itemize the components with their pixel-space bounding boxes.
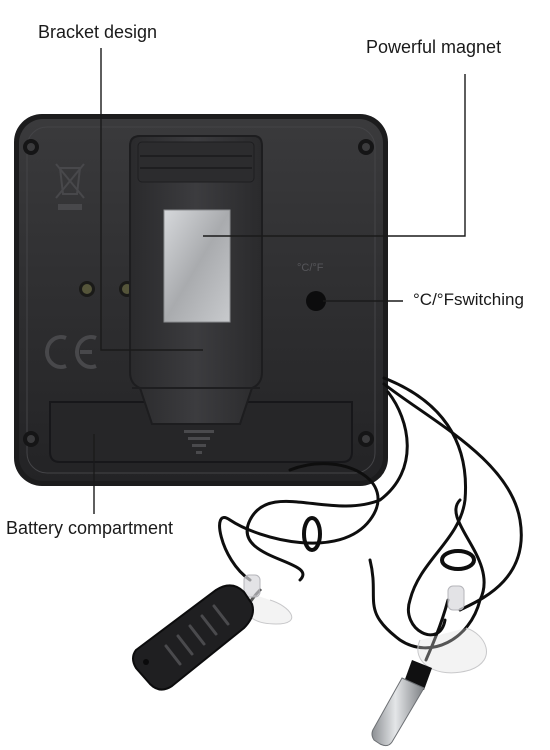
callout-bracket-design: Bracket design [38, 22, 158, 42]
weee-recycling-icon [55, 163, 85, 210]
screw-bottom-left [23, 431, 39, 447]
battery-compartment-cover [49, 401, 353, 463]
screw-bottom-right [358, 431, 374, 447]
leader-line-magnet [203, 74, 466, 237]
callout-battery-compartment: Battery compartment [6, 518, 174, 538]
steel-temperature-probe [371, 660, 432, 747]
screw-top-left [23, 139, 39, 155]
ce-mark-icon [45, 335, 97, 369]
callout-powerful-magnet: Powerful magnet [366, 37, 502, 57]
suction-cup-left [243, 574, 293, 625]
screw-top-right [358, 139, 374, 155]
leader-line-bracket [100, 48, 203, 351]
suction-cup-right [417, 585, 487, 674]
switch-marking-label: °C/°F [297, 262, 324, 274]
sensor-cables [218, 376, 523, 662]
leader-lines [93, 48, 466, 514]
battery-cover-arrow-icon [184, 430, 214, 454]
unit-switch-button [306, 291, 326, 311]
callout-unit-switching: °C/°Fswitching [413, 290, 524, 309]
vented-sensor-probe [132, 584, 254, 691]
magnet-plate [163, 209, 231, 323]
